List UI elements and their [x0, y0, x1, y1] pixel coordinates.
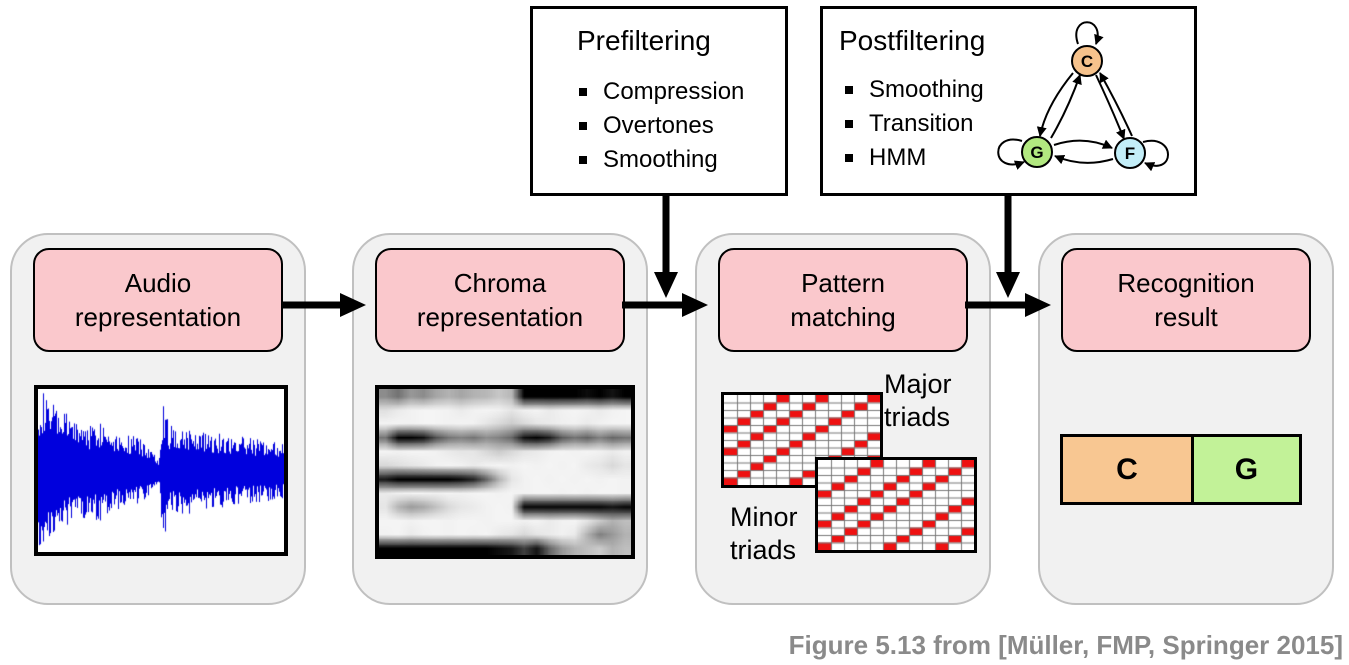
hmm-state-diagram: C G F: [997, 21, 1169, 172]
edge-f-to-g: [1054, 154, 1114, 165]
bullet-icon: [845, 86, 853, 94]
postfiltering-title: Postfiltering: [839, 25, 986, 56]
list-item-label: Smoothing: [869, 76, 984, 103]
edge-g-to-c: [1050, 74, 1082, 139]
state-node-g: [1021, 136, 1053, 168]
list-item-label: Compression: [603, 78, 745, 105]
chord-segment-g: G: [1193, 437, 1299, 502]
bullet-icon: [579, 122, 587, 130]
list-item: Compression: [579, 75, 785, 109]
prefiltering-box: Prefiltering Compression Overtones Smoot…: [530, 6, 788, 196]
stage-label: Pattern matching: [790, 267, 896, 332]
edge-c-to-f: [1095, 74, 1126, 140]
stage-header: Recognition result: [1061, 248, 1311, 352]
minor-triads-grid: [815, 457, 977, 553]
chromagram-image: [375, 385, 635, 559]
stage-chroma-representation: Chroma representation: [352, 233, 648, 605]
bullet-icon: [845, 120, 853, 128]
edge-f-to-c: [1099, 72, 1133, 137]
stage-pattern-matching: Pattern matching Major triads Minor tria…: [695, 233, 991, 605]
list-item: Overtones: [579, 109, 785, 143]
bullet-icon: [579, 88, 587, 96]
state-label-c: C: [1081, 52, 1093, 71]
chord-segment-c: C: [1063, 437, 1194, 502]
edge-c-to-g: [1036, 72, 1074, 137]
self-loop-g: [997, 138, 1025, 170]
chord-result-bar: C G: [1060, 434, 1302, 505]
state-node-f: [1114, 137, 1146, 169]
stage-label: Audio representation: [74, 267, 242, 332]
bullet-icon: [579, 156, 587, 164]
list-item: Smoothing: [579, 143, 785, 177]
major-triads-label: Major triads: [884, 369, 952, 432]
state-label-f: F: [1125, 144, 1135, 163]
list-item-label: HMM: [869, 144, 927, 171]
list-item: HMM: [845, 141, 1194, 175]
figure-caption: Figure 5.13 from [Müller, FMP, Springer …: [788, 630, 1343, 660]
list-item: Transition: [845, 107, 1194, 141]
stage-header: Pattern matching: [718, 248, 968, 352]
stage-header: Audio representation: [33, 248, 283, 352]
list-item-label: Overtones: [603, 112, 714, 139]
edge-g-to-f: [1053, 139, 1113, 149]
list-item-label: Transition: [869, 110, 974, 137]
stage-label: Recognition result: [1117, 267, 1255, 332]
waveform-image: [34, 385, 288, 556]
list-item: Smoothing: [845, 73, 1194, 107]
self-loop-f: [1142, 139, 1169, 172]
postfiltering-box: Postfiltering Smoothing Transition HMM: [820, 6, 1197, 196]
state-label-g: G: [1030, 143, 1043, 162]
prefiltering-list: Compression Overtones Smoothing: [533, 75, 785, 177]
self-loop-c: [1075, 21, 1104, 45]
stage-header: Chroma representation: [375, 248, 625, 352]
stage-recognition-result: Recognition result C G: [1038, 233, 1334, 605]
prefiltering-title: Prefiltering: [577, 25, 711, 56]
postfiltering-list: Smoothing Transition HMM: [823, 73, 1194, 175]
list-item-label: Smoothing: [603, 146, 718, 173]
stage-label: Chroma representation: [416, 267, 584, 332]
minor-triads-label: Minor triads: [730, 502, 798, 565]
bullet-icon: [845, 154, 853, 162]
state-node-c: [1071, 45, 1103, 77]
stage-audio-representation: Audio representation: [10, 233, 306, 605]
